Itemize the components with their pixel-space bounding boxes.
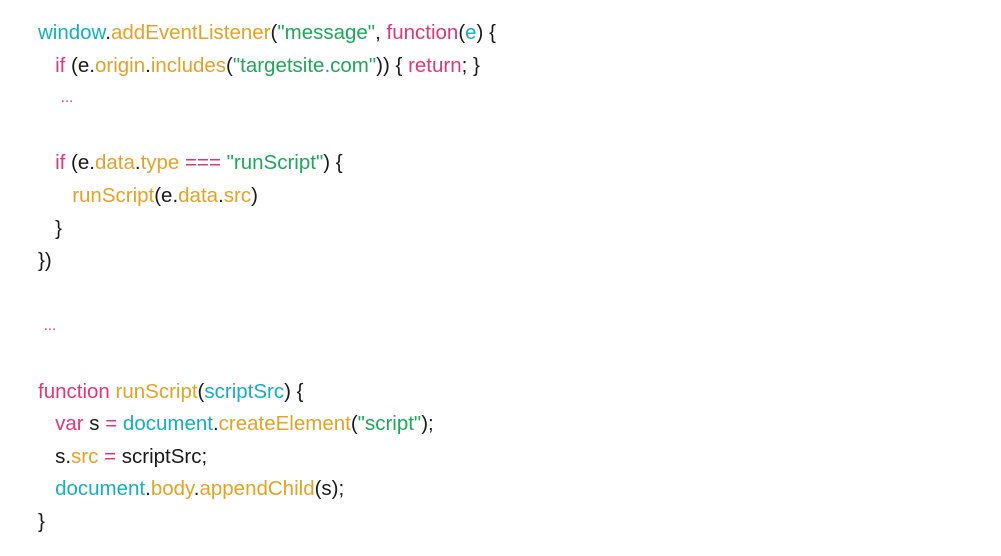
code-line [38, 115, 496, 148]
code-token-keyword: if [55, 151, 66, 175]
code-token-plain: . [105, 21, 111, 44]
code-line: if (e.data.type === "runScript") { [38, 147, 496, 180]
code-token-plain: . [193, 477, 200, 501]
code-token-identifier: e [465, 21, 477, 44]
code-token-keyword: return [408, 53, 462, 77]
code-token-plain: ) { [284, 379, 304, 403]
code-token-plain: scriptSrc; [116, 444, 208, 468]
code-token-plain [38, 314, 44, 337]
code-token-plain: . [134, 151, 141, 175]
code-token-property: runScript [72, 183, 155, 207]
code-token-property: origin [94, 53, 146, 77]
code-token-string: "message" [277, 21, 376, 44]
code-token-plain [38, 54, 55, 77]
code-token-plain: ) [251, 183, 258, 207]
code-token-plain: } [38, 509, 45, 533]
code-token-property: addEventListener [110, 21, 271, 44]
code-token-keyword: === [185, 151, 221, 175]
code-token-plain: ( [458, 21, 466, 44]
code-token-plain [38, 151, 55, 174]
code-token-plain [38, 477, 55, 500]
code-token-plain [38, 184, 72, 207]
code-token-plain: ); [421, 412, 434, 436]
code-token-property: createElement [218, 412, 351, 436]
code-token-property: src [71, 444, 99, 468]
code-token-plain [38, 412, 55, 435]
code-line: var s = document.createElement("script")… [38, 408, 496, 441]
code-token-plain: } [38, 216, 62, 240]
code-token-keyword: if [55, 53, 66, 77]
code-token-property: appendChild [199, 477, 315, 501]
code-token-plain: ) { [476, 21, 496, 44]
code-token-string: "runScript" [226, 151, 324, 175]
code-line [38, 278, 496, 311]
code-token-identifier: scriptSrc [204, 379, 285, 403]
code-token-plain: (s); [314, 477, 345, 501]
code-line: s.src = scriptSrc; [38, 441, 496, 474]
code-token-plain: . [212, 412, 219, 436]
code-token-plain: ( [270, 21, 278, 44]
code-token-property: data [94, 151, 135, 175]
code-line [38, 343, 496, 376]
code-token-plain: ( [350, 412, 358, 436]
code-token-property: src [223, 183, 252, 207]
code-token-property: includes [150, 53, 227, 77]
code-line: ... [38, 310, 496, 343]
code-line: runScript(e.data.src) [38, 180, 496, 213]
code-line: document.body.appendChild(s); [38, 473, 496, 506]
code-token-keyword: function [38, 379, 110, 403]
code-line: } [38, 506, 496, 539]
code-token-plain [38, 86, 61, 109]
code-token-keyword: = [104, 444, 117, 468]
code-token-plain: (e. [154, 183, 179, 207]
code-token-plain: ( [197, 379, 205, 403]
code-token-identifier: window [38, 21, 106, 44]
code-token-property: type [140, 151, 180, 175]
code-token-identifier: document [122, 412, 213, 436]
code-token-plain: ) { [323, 151, 343, 175]
code-line: ... [38, 82, 496, 115]
code-token-plain: )) { [376, 53, 409, 77]
code-token-keyword: var [55, 412, 84, 436]
code-token-plain: s. [38, 444, 72, 468]
code-token-string: "targetsite.com" [232, 53, 377, 77]
code-snippet: window.addEventListener("message", funct… [38, 17, 496, 539]
code-token-plain: . [145, 477, 151, 501]
code-token-property: runScript [115, 379, 198, 403]
code-token-keyword: function [386, 21, 459, 44]
code-token-property: data [178, 183, 219, 207]
code-line: } [38, 213, 496, 246]
code-token-plain: ( [226, 53, 233, 77]
code-token-keyword: = [105, 412, 118, 436]
code-token-property: body [150, 477, 194, 501]
code-token-plain: , [375, 21, 387, 44]
code-token-plain: . [218, 183, 224, 207]
code-token-plain: (e. [65, 151, 95, 175]
ellipsis-token: ... [60, 89, 74, 107]
code-line: if (e.origin.includes("targetsite.com"))… [38, 50, 496, 83]
code-token-plain: . [145, 53, 151, 77]
ellipsis-token: ... [43, 317, 57, 335]
code-token-string: "script" [357, 412, 422, 436]
code-line: function runScript(scriptSrc) { [38, 376, 496, 409]
code-token-plain: ; } [461, 53, 480, 77]
code-token-plain: (e. [65, 53, 95, 77]
code-line: }) [38, 245, 496, 278]
code-line: window.addEventListener("message", funct… [38, 17, 496, 50]
code-token-plain: }) [38, 249, 52, 273]
code-token-identifier: document [55, 477, 146, 501]
code-token-plain: s [83, 412, 106, 436]
